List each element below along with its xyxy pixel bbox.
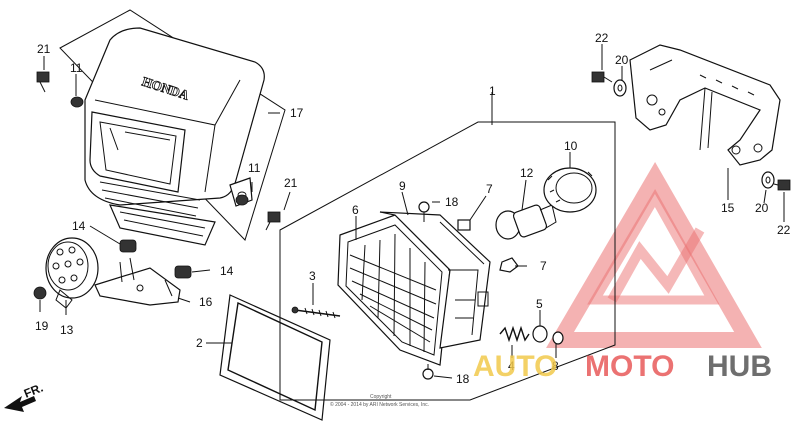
bolt-19 (33, 286, 47, 300)
grommet-11-left (70, 96, 84, 108)
front-arrow-label: FR. (22, 381, 45, 401)
label-13: 13 (60, 323, 74, 337)
horn-13 (45, 237, 99, 309)
label-20-bottom: 20 (755, 201, 769, 215)
label-14-left: 14 (72, 219, 86, 233)
label-1: 1 (489, 84, 496, 98)
bulb-12 (495, 204, 557, 240)
headlight-unit-6 (337, 211, 491, 366)
front-direction-arrow: FR. (4, 381, 45, 412)
bolt-22-bottom (773, 179, 791, 191)
label-8: 8 (552, 359, 559, 373)
label-7-right: 7 (540, 259, 547, 273)
label-21-left: 21 (37, 42, 51, 56)
label-18-top: 18 (445, 195, 459, 209)
grommet-11-right (235, 194, 249, 206)
label-19: 19 (35, 319, 49, 333)
leader-lines (39, 44, 785, 379)
part-labels: 21 11 17 11 21 14 14 16 19 13 2 3 6 9 18… (35, 31, 791, 386)
watermark-wordmark: AUTO MOTO HUB (473, 350, 772, 383)
screw-3 (291, 306, 341, 319)
label-10: 10 (564, 139, 578, 153)
label-5: 5 (536, 297, 543, 311)
label-7-top: 7 (486, 182, 493, 196)
label-2: 2 (196, 336, 203, 350)
label-20-top: 20 (615, 53, 629, 67)
headlight-cowl: HONDA (59, 9, 286, 246)
label-14-right: 14 (220, 264, 234, 278)
label-17: 17 (290, 106, 304, 120)
label-3: 3 (309, 269, 316, 283)
label-11-right: 11 (248, 161, 261, 175)
label-9: 9 (399, 179, 406, 193)
damper-14-left (119, 239, 137, 253)
watermark-word-moto: MOTO (585, 350, 674, 383)
watermark-word-hub: HUB (707, 350, 772, 383)
copyright-notice: Copyright © 2004 - 2014 by ARI Network S… (330, 394, 429, 408)
damper-14-right (174, 265, 192, 279)
nut-7-top (457, 219, 471, 231)
label-22-top: 22 (595, 31, 609, 45)
label-11-left: 11 (70, 61, 83, 75)
bolt-21-right (265, 211, 281, 231)
copyright-line-2: © 2004 - 2014 by ARI Network Services, I… (330, 401, 429, 408)
headlight-assembly-box (279, 121, 616, 401)
label-21-right: 21 (284, 176, 298, 190)
washer-20-top (613, 79, 627, 97)
bracket-16 (94, 257, 181, 306)
bolt-22-top (591, 71, 613, 83)
watermark-logo (546, 162, 762, 348)
stay-bracket-15 (629, 44, 781, 166)
label-16: 16 (199, 295, 213, 309)
screw-18-top (418, 201, 430, 222)
watermark-word-auto: AUTO (473, 350, 557, 383)
headlight-rim-2 (219, 294, 331, 421)
nut-7-right (499, 257, 519, 273)
label-12: 12 (520, 166, 534, 180)
socket-cover-10 (543, 167, 597, 213)
cap-8 (552, 331, 564, 345)
bolt-21-left (36, 71, 50, 93)
washer-20-bottom (761, 171, 775, 189)
label-22-bottom: 22 (777, 223, 791, 237)
label-18-bottom: 18 (456, 372, 470, 386)
copyright-line-1: Copyright (370, 394, 392, 400)
label-4: 4 (508, 359, 515, 373)
adjuster-nut-5 (532, 325, 548, 343)
label-15: 15 (721, 201, 735, 215)
spring-4 (499, 325, 530, 343)
label-6: 6 (352, 203, 359, 217)
screw-18-bottom (422, 364, 434, 380)
